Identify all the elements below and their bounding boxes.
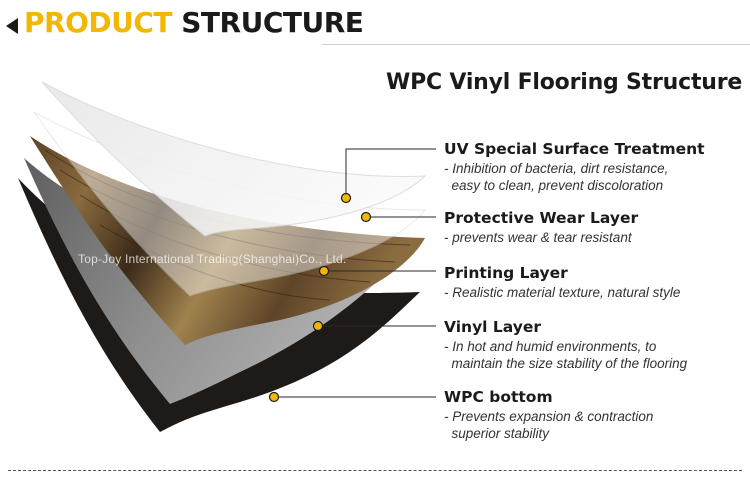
bottom-divider	[8, 470, 742, 471]
label-uv: UV Special Surface Treatment - Inhibitio…	[444, 139, 744, 194]
label-vinyl: Vinyl Layer - In hot and humid environme…	[444, 317, 744, 372]
label-uv-desc: - Inhibition of bacteria, dirt resistanc…	[444, 161, 669, 193]
label-wpc-title: WPC bottom	[444, 388, 553, 406]
label-printing-desc: - Realistic material texture, natural st…	[444, 285, 681, 300]
marker-wear	[360, 211, 372, 223]
marker-uv	[340, 192, 352, 204]
label-printing-title: Printing Layer	[444, 264, 568, 282]
banner-title-accent: PRODUCT	[24, 6, 173, 39]
banner-divider	[322, 44, 750, 45]
label-wear: Protective Wear Layer - prevents wear & …	[444, 208, 744, 246]
label-wear-desc: - prevents wear & tear resistant	[444, 230, 632, 245]
label-printing: Printing Layer - Realistic material text…	[444, 263, 744, 301]
triangle-left-icon	[6, 18, 18, 34]
leader-line-uv	[345, 148, 436, 198]
label-wpc: WPC bottom - Prevents expansion & contra…	[444, 387, 744, 442]
header-banner: PRODUCT STRUCTURE	[0, 0, 750, 50]
uv-layer	[41, 81, 427, 237]
printing-layer	[30, 136, 425, 345]
marker-vinyl	[312, 320, 324, 332]
banner-title: PRODUCT STRUCTURE	[24, 6, 364, 40]
label-vinyl-title: Vinyl Layer	[444, 318, 542, 336]
label-wpc-desc: - Prevents expansion & contraction super…	[444, 409, 654, 441]
marker-printing	[318, 265, 330, 277]
main-title: WPC Vinyl Flooring Structure	[386, 70, 743, 95]
label-wear-title: Protective Wear Layer	[444, 209, 639, 227]
banner-title-main: STRUCTURE	[181, 6, 364, 39]
label-uv-title: UV Special Surface Treatment	[444, 140, 705, 158]
marker-wpc	[268, 391, 280, 403]
watermark-text: Top-Joy International Trading(Shanghai)C…	[78, 252, 347, 266]
label-vinyl-desc: - In hot and humid environments, to main…	[444, 339, 688, 371]
